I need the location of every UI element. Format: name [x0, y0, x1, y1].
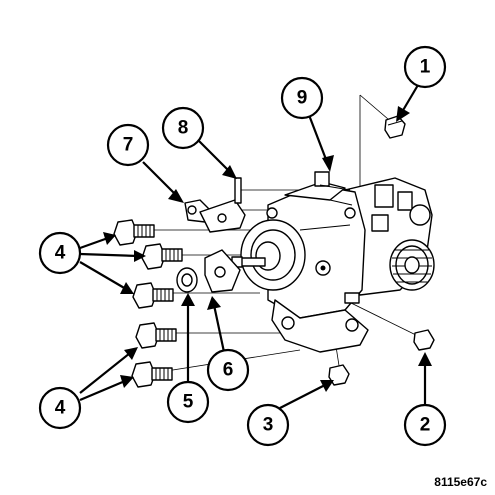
callout-2: 2 — [403, 403, 447, 447]
bolt — [135, 322, 177, 349]
part-seal-5 — [176, 267, 198, 293]
svg-text:5: 5 — [183, 392, 194, 413]
bolt — [131, 361, 173, 388]
callout-leaders — [79, 84, 432, 409]
svg-text:9: 9 — [297, 88, 308, 109]
callout-1: 1 — [403, 45, 447, 89]
part-plug-1 — [384, 115, 406, 139]
bolt — [113, 219, 155, 246]
svg-text:7: 7 — [123, 135, 134, 156]
part-hub-6 — [204, 249, 241, 293]
callout-4-upper: 4 — [38, 231, 82, 275]
callout-3: 3 — [246, 403, 290, 447]
callout-4-lower: 4 — [38, 386, 82, 430]
bolt — [132, 282, 174, 309]
callout-7: 7 — [106, 123, 150, 167]
part-plug-2 — [413, 329, 435, 351]
svg-text:8: 8 — [178, 118, 189, 139]
fuel-pump-assembly — [231, 171, 435, 353]
svg-text:4: 4 — [55, 243, 66, 264]
part-bracket-8 — [199, 177, 246, 233]
figure-code: 8115e67c — [434, 475, 487, 489]
callout-8: 8 — [161, 106, 205, 150]
callout-6: 6 — [206, 348, 250, 392]
callout-5: 5 — [166, 380, 210, 424]
svg-text:3: 3 — [263, 415, 274, 436]
callout-9: 9 — [280, 76, 324, 120]
svg-text:4: 4 — [55, 398, 66, 419]
svg-text:2: 2 — [420, 415, 431, 436]
svg-text:1: 1 — [420, 57, 431, 78]
drive-gear — [389, 239, 435, 291]
bolt — [141, 243, 183, 270]
svg-text:6: 6 — [223, 360, 234, 381]
